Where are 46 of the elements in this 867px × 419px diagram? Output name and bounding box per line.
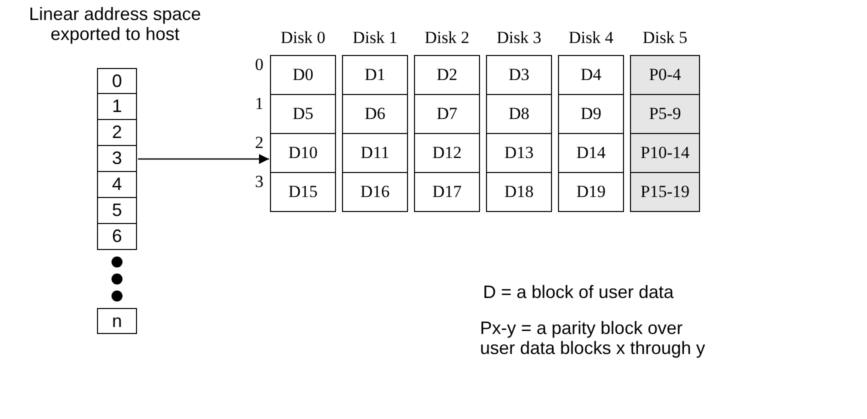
address-cell: 2 bbox=[97, 119, 137, 146]
data-block-cell: D15 bbox=[270, 172, 336, 212]
row-number: 2 bbox=[255, 134, 264, 152]
parity-block-cell: P5-9 bbox=[630, 94, 700, 134]
data-block-cell: D5 bbox=[270, 94, 336, 134]
data-block-cell: D2 bbox=[414, 55, 480, 95]
data-block-cell: D4 bbox=[558, 55, 624, 95]
arrow bbox=[138, 154, 269, 164]
data-block-cell: D9 bbox=[558, 94, 624, 134]
parity-block-cell: P10-14 bbox=[630, 133, 700, 173]
data-block-cell: D10 bbox=[270, 133, 336, 173]
address-cell: 5 bbox=[97, 197, 137, 224]
row-number: 3 bbox=[255, 173, 264, 191]
address-cell: 3 bbox=[97, 145, 137, 172]
data-block-cell: D19 bbox=[558, 172, 624, 212]
address-cell: n bbox=[97, 308, 137, 334]
data-block-cell: D17 bbox=[414, 172, 480, 212]
data-block-cell: D13 bbox=[486, 133, 552, 173]
disk-heading: Disk 1 bbox=[352, 28, 398, 48]
data-block-cell: D14 bbox=[558, 133, 624, 173]
column-heading: Linear address space exported to host bbox=[28, 4, 202, 44]
row-number: 1 bbox=[255, 95, 264, 113]
data-block-cell: D12 bbox=[414, 133, 480, 173]
legend-note: Px-y = a parity block over user data blocks x through y bbox=[480, 318, 706, 358]
data-block-cell: D0 bbox=[270, 55, 336, 95]
disk-heading: Disk 5 bbox=[642, 28, 688, 48]
row-number: 0 bbox=[255, 56, 264, 74]
address-cell: 1 bbox=[97, 93, 137, 120]
data-block-cell: D18 bbox=[486, 172, 552, 212]
address-cell: 4 bbox=[97, 171, 137, 198]
parity-block-cell: P15-19 bbox=[630, 172, 700, 212]
data-block-cell: D16 bbox=[342, 172, 408, 212]
address-cell: 0 bbox=[97, 68, 137, 94]
parity-block-cell: P0-4 bbox=[630, 55, 700, 95]
data-block-cell: D11 bbox=[342, 133, 408, 173]
data-block-cell: D3 bbox=[486, 55, 552, 95]
address-cell: 6 bbox=[97, 223, 137, 250]
data-block-cell: D7 bbox=[414, 94, 480, 134]
disk-heading: Disk 0 bbox=[280, 28, 326, 48]
data-block-cell: D1 bbox=[342, 55, 408, 95]
disk-heading: Disk 3 bbox=[496, 28, 542, 48]
disk-heading: Disk 2 bbox=[424, 28, 470, 48]
data-block-cell: D6 bbox=[342, 94, 408, 134]
legend-note: D = a block of user data bbox=[483, 282, 674, 303]
disk-heading: Disk 4 bbox=[568, 28, 614, 48]
data-block-cell: D8 bbox=[486, 94, 552, 134]
